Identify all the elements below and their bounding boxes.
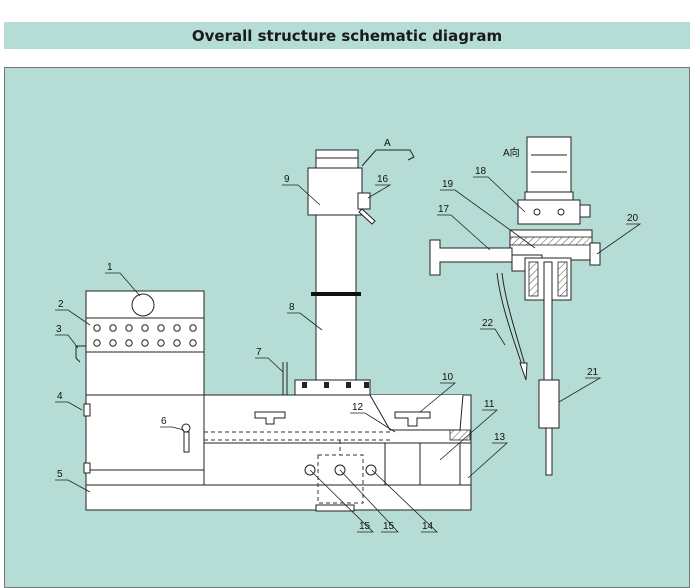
panel-button <box>173 339 181 347</box>
callout-1: 1 <box>107 262 113 273</box>
callout-5: 5 <box>57 469 63 480</box>
base-bolt <box>324 382 329 388</box>
door-lock <box>181 423 191 433</box>
view-direction-label: A向 <box>503 146 520 159</box>
panel-button <box>157 324 165 332</box>
callout-18: 18 <box>475 166 487 177</box>
callout-15b: 15 <box>383 521 395 532</box>
page-title: Overall structure schematic diagram <box>191 26 503 45</box>
motor <box>526 136 572 193</box>
base-foot <box>315 504 355 512</box>
door-hinge <box>83 403 91 417</box>
callout-20: 20 <box>627 213 639 224</box>
side-handle <box>75 345 86 363</box>
panel-button <box>141 324 149 332</box>
panel-button <box>93 324 101 332</box>
callout-10: 10 <box>442 372 454 383</box>
callout-4: 4 <box>57 391 63 402</box>
view-arrow <box>361 149 415 167</box>
panel-button <box>125 324 133 332</box>
coolant-hose <box>496 272 523 366</box>
callout-7: 7 <box>256 347 262 358</box>
panel-button <box>93 339 101 347</box>
callout-13: 13 <box>494 432 506 443</box>
tap-tool <box>545 427 553 476</box>
callout-15a: 15 <box>359 521 371 532</box>
base-bolt <box>364 382 369 388</box>
column-head <box>307 167 363 216</box>
adjust-knob-c <box>365 464 377 476</box>
callout-2: 2 <box>58 299 64 310</box>
title-bar: Overall structure schematic diagram <box>4 22 690 49</box>
callout-labels: 1 2 3 4 5 6 7 8 9 10 11 12 13 14 15 15 1… <box>56 138 639 532</box>
callout-17: 17 <box>438 204 450 215</box>
panel-button <box>109 339 117 347</box>
callout-6: 6 <box>161 416 167 427</box>
panel-button <box>189 339 197 347</box>
clamp-right <box>394 411 431 427</box>
callout-22: 22 <box>482 318 494 329</box>
door-handle <box>183 431 190 453</box>
view-label-a: A <box>384 138 391 149</box>
gearbox-bolt <box>579 204 591 218</box>
gearbox <box>517 199 581 225</box>
panel-button <box>141 339 149 347</box>
slide-guide <box>204 431 390 441</box>
panel-button <box>125 339 133 347</box>
panel-button <box>189 324 197 332</box>
callout-11: 11 <box>484 399 495 410</box>
horizontal-arm <box>429 239 513 276</box>
tool-holder <box>538 379 560 429</box>
clamp-lever <box>358 208 376 225</box>
panel-button <box>173 324 181 332</box>
callout-8: 8 <box>289 302 295 313</box>
clamp-left <box>254 411 286 425</box>
support-block <box>384 442 421 486</box>
callout-9: 9 <box>284 174 290 185</box>
indicator-lamp <box>131 293 155 317</box>
button-panel <box>93 324 197 347</box>
hose-nozzle <box>519 362 528 381</box>
door-hinge-lower <box>83 462 91 474</box>
column-ring <box>311 292 361 296</box>
callout-14: 14 <box>422 521 434 532</box>
spindle-shaft <box>543 261 553 383</box>
spindle-knob <box>589 242 601 266</box>
callout-19: 19 <box>442 179 454 190</box>
column-bolts <box>302 382 369 388</box>
base-bolt <box>346 382 351 388</box>
callout-12: 12 <box>352 402 364 413</box>
base-plate <box>85 484 472 511</box>
column <box>315 214 357 381</box>
leader-lines <box>55 176 642 533</box>
head-clamp <box>357 192 371 210</box>
guard-plate <box>419 442 461 486</box>
base-bolt <box>302 382 307 388</box>
callout-16: 16 <box>377 174 389 185</box>
motor-flange <box>524 191 574 201</box>
panel-button <box>157 339 165 347</box>
head-cap <box>315 149 359 169</box>
control-cabinet <box>85 290 205 486</box>
callout-21: 21 <box>587 367 599 378</box>
callout-3: 3 <box>56 324 62 335</box>
panel-button <box>109 324 117 332</box>
